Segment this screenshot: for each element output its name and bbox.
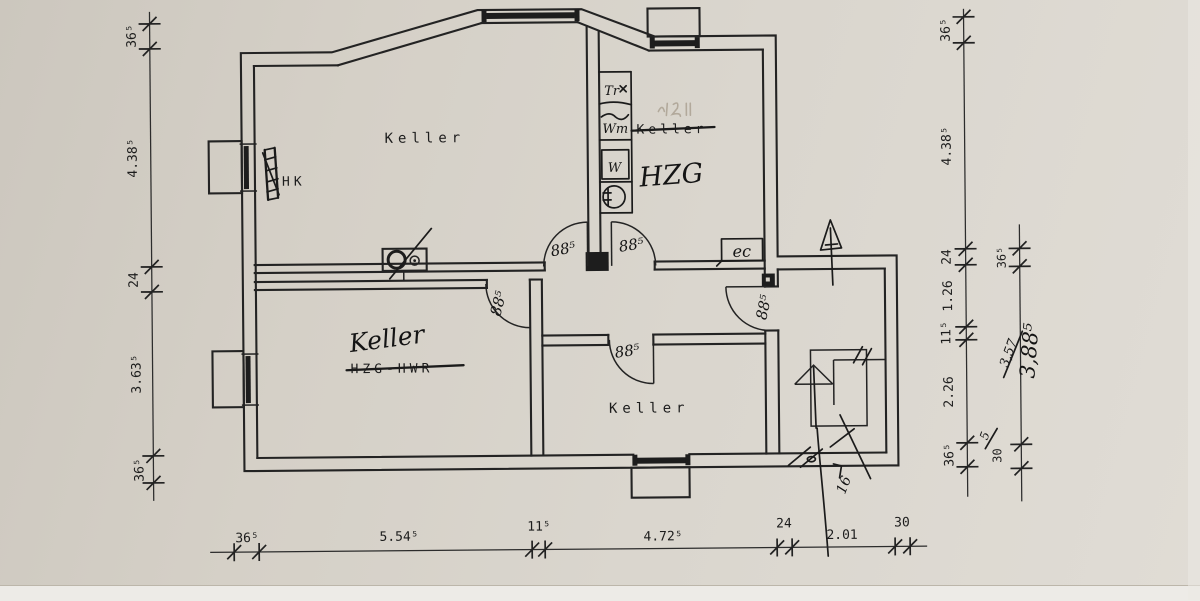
window-symbol (654, 40, 696, 46)
door-width-label: 88⁵ (613, 340, 640, 362)
washer-symbol (382, 228, 431, 280)
dimension-chain-left: 36⁵ 4.38⁵ 24 3.63⁵ 36⁵ (124, 12, 164, 501)
dim-label: 24 (776, 516, 792, 531)
scan-paper-edge-right (1188, 0, 1200, 600)
dim-label-handwritten: 3,88⁵ (1015, 322, 1043, 379)
door-width-label: 88⁵ (549, 238, 577, 260)
faint-scribble (658, 103, 690, 117)
room-labels: Keller Keller Keller HZG Keller HZG-HWR … (281, 103, 717, 420)
dim-label: 36⁵ (995, 247, 1009, 269)
basin-symbol (603, 186, 625, 208)
dim-label: 5.54⁵ (379, 530, 418, 545)
dim-label: 4.38⁵ (939, 126, 954, 165)
dim-label: 2.01 (826, 528, 857, 543)
scan-paper-edge-bottom (0, 585, 1200, 601)
dim-label: 11⁵ (939, 321, 954, 345)
door-width-label: 88⁵ (618, 234, 645, 256)
dim-label: 36⁵ (125, 24, 140, 48)
dimension-chain-right-inner: 36⁵ 4.38⁵ 24 1.26 11⁵ 2.26 36⁵ (936, 9, 978, 497)
dim-label: 36⁵ (132, 458, 147, 482)
appliance-label-w: W (608, 161, 623, 176)
radiator (263, 148, 279, 200)
door-width-label: 88⁵ (487, 289, 511, 318)
dim-label: 11⁵ (527, 519, 551, 534)
room-label-keller-top: Keller (385, 130, 466, 147)
dimension-chain-right-outer: 36⁵ 3,88⁵ 3,57 30 5 (975, 224, 1045, 502)
radiator-label: HK (282, 175, 306, 190)
room-label-left-new: Keller (346, 319, 428, 358)
dim-label: 4.38⁵ (126, 138, 141, 177)
window-symbol (245, 356, 250, 403)
appliance-label-dryer: Tr (604, 84, 620, 99)
dim-label: 36⁵ (939, 18, 954, 42)
dim-label: 2.26 (942, 376, 957, 407)
dim-label: 30 (894, 515, 910, 530)
light-well-top-right (647, 8, 699, 36)
room-label-keller-bottom: Keller (609, 400, 690, 417)
dim-label: 30 (990, 448, 1004, 463)
dim-label: 36⁵ (942, 443, 957, 467)
dimension-chain-bottom: 36⁵ 5.54⁵ 11⁵ 4.72⁵ 24 2.01 30 (210, 515, 927, 561)
dim-label: 36⁵ (235, 531, 259, 546)
light-well-left-bottom (212, 351, 243, 407)
interior-walls (253, 24, 777, 458)
light-well-left-top (209, 141, 242, 193)
room-label-hzg-new: HZG (637, 158, 704, 194)
dim-label: 24 (127, 272, 142, 288)
wall-pillar (586, 252, 609, 271)
dim-label: 3.63⁵ (129, 354, 144, 393)
window-symbol-bay (486, 12, 574, 19)
dim-label: 1.26 (941, 280, 956, 311)
north-arrow-icon (820, 220, 842, 285)
door-width-label: 88⁵ (752, 293, 775, 321)
window-symbol (244, 146, 249, 189)
windows (207, 8, 703, 501)
dim-label: 4.72⁵ (643, 529, 682, 544)
light-well-bottom (631, 467, 689, 498)
stairs-symbol: 16 (787, 347, 887, 557)
appliance-strip: Tr Wm W (599, 72, 632, 213)
appliance-label-washer: Wm (602, 122, 628, 137)
meter-label: ec (732, 242, 751, 261)
stairs-count-note: 16 (834, 474, 855, 497)
window-symbol (636, 457, 686, 463)
dim-label: 24 (940, 249, 955, 265)
